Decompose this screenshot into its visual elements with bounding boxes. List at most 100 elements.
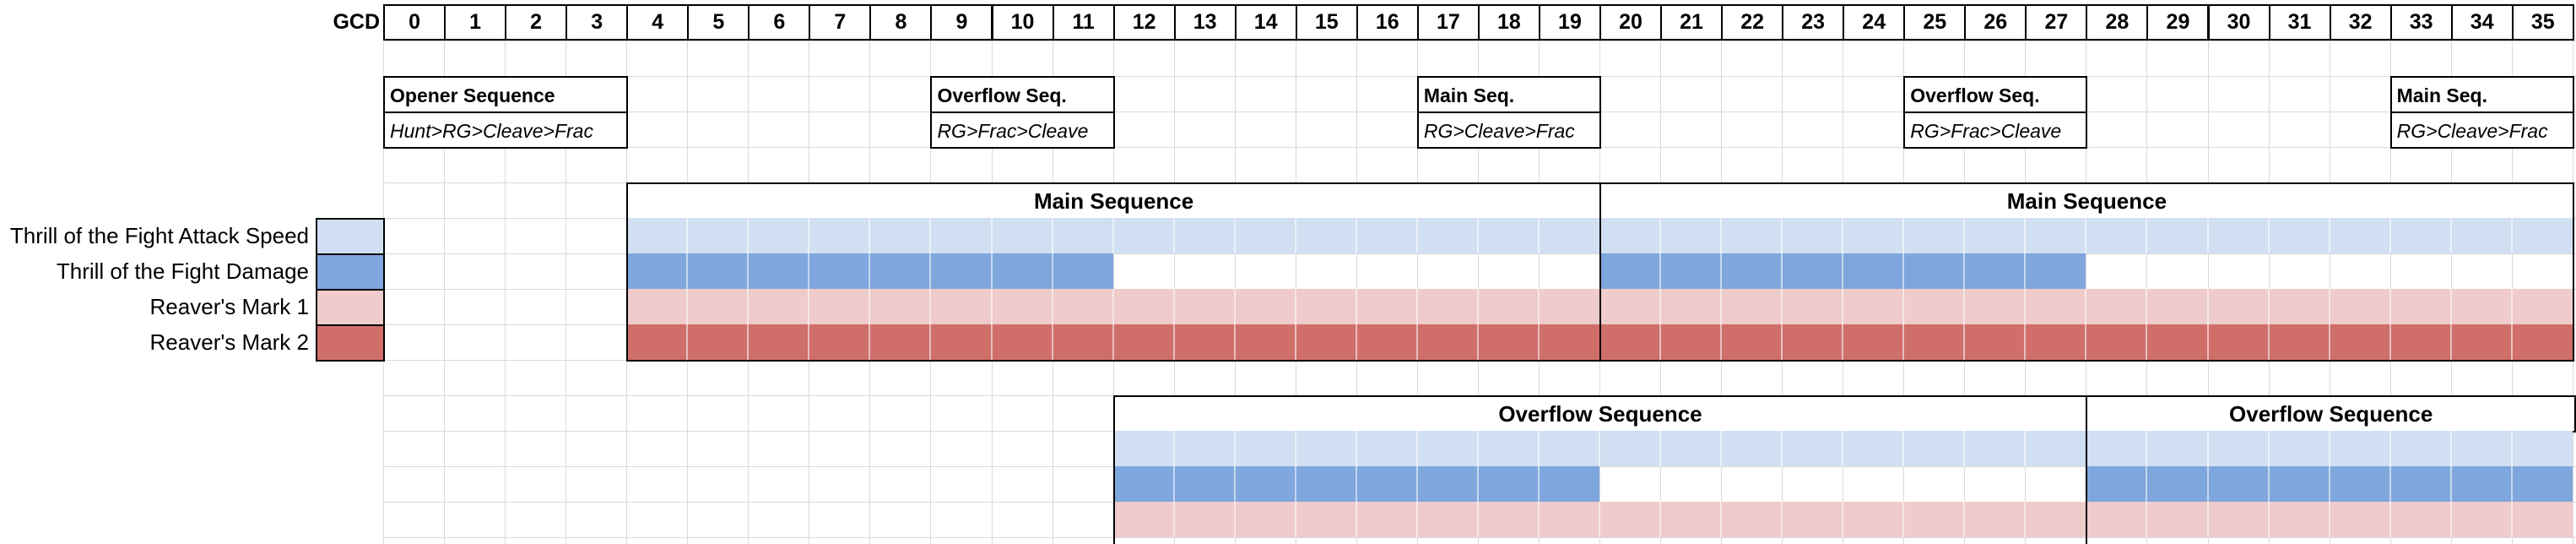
fill-cell-divider [2328,218,2330,253]
fill-cell-divider [747,289,750,324]
fill-cell-divider [869,324,871,360]
sequence-title: Main Seq. [2396,84,2487,106]
fill-cell-divider [869,253,871,289]
buff-color-swatch [316,289,385,326]
gcd-header-cell: 35 [2511,4,2574,41]
fill-cell-divider [1537,218,1540,253]
fill-cell-divider [1720,253,1723,289]
fill-cell-divider [2024,218,2027,253]
fill-cell-divider [1963,253,1966,289]
fill-cell-divider [1172,502,1175,537]
sequence-title: Opener Sequence [390,84,555,106]
fill-cell-divider [747,218,750,253]
fill-cell-divider [1963,431,1966,466]
sequence-divider [1418,112,1599,113]
fill-cell-divider [1172,289,1175,324]
gcd-header-cell: 32 [2329,4,2392,41]
fill-cell-divider [1720,289,1723,324]
fill-cell-divider [1355,218,1357,253]
fill-cell-divider [1112,324,1114,360]
band-border-left [1112,431,1115,544]
fill-cell-divider [2146,431,2148,466]
fill-cell-divider [2085,289,2087,324]
fill-cell-divider [1415,218,1418,253]
fill-cell-divider [1720,324,1723,360]
fill-cell-divider [1537,466,1540,502]
fill-cell-divider [2510,218,2513,253]
band-border-right [2572,218,2574,362]
sequence-rotation: RG>Frac>Cleave [937,119,1089,142]
fill-cell-divider [2146,218,2148,253]
gcd-header-cell: 34 [2450,4,2514,41]
fill-cell-divider [1720,502,1723,537]
fill-cell-divider [1599,431,1600,466]
fill-cell-divider [2267,324,2270,360]
gcd-header-cell: 8 [869,4,933,41]
grid-row-line [383,537,2576,538]
gcd-header-cell: 11 [1052,4,1115,41]
fill-cell-divider [1902,324,1905,360]
fill-cell-divider [2449,218,2452,253]
gcd-header-cell: 30 [2207,4,2270,41]
fill-cell-divider [1233,324,1236,360]
fill-cell-divider [1659,218,1662,253]
fill-cell-divider [1902,502,1905,537]
fill-cell-divider [2024,502,2027,537]
gcd-header-label: GCD [333,10,380,34]
sequence-rotation: Hunt>RG>Cleave>Frac [390,119,593,142]
fill-cell-divider [1659,253,1662,289]
gcd-header-cell: 33 [2389,4,2453,41]
fill-cell-divider [1476,502,1479,537]
fill-cell-divider [1902,289,1905,324]
sequence-divider [385,112,627,113]
buff-row-label: Reaver's Mark 1 [149,293,309,319]
fill-cell-divider [1415,431,1418,466]
fill-cell-divider [1415,289,1418,324]
gcd-header-cell: 31 [2268,4,2331,41]
gcd-header-cell: 23 [1782,4,1845,41]
fill-cell-divider [1537,289,1540,324]
fill-cell-divider [2024,431,2027,466]
gcd-header-cell: 19 [1538,4,1601,41]
band-border-bottom [1599,360,2574,362]
overflow-sequence-title: Overflow Sequence [2086,395,2576,432]
gcd-header-cell: 20 [1599,4,1663,41]
fill-cell-divider [2389,289,2391,324]
fill-cell-divider [990,324,993,360]
grid-column-line [505,41,506,544]
fill-cell-divider [1233,502,1236,537]
fill-cell-divider [990,289,993,324]
fill-cell-divider [929,253,932,289]
fill-cell-divider [2206,218,2209,253]
fill-cell-divider [1781,253,1783,289]
fill-cell-divider [1051,218,1053,253]
gcd-header-cell: 22 [1721,4,1784,41]
fill-cell-divider [1720,218,1723,253]
fill-cell-divider [1963,324,1966,360]
fill-cell-divider [1537,324,1540,360]
fill-cell-divider [1537,431,1540,466]
buff-row-label: Thrill of the Fight Damage [56,258,309,284]
fill-cell-divider [1902,253,1905,289]
fill-cell-divider [1659,431,1662,466]
fill-cell-divider [1902,218,1905,253]
fill-cell-divider [2389,431,2391,466]
fill-cell-divider [1355,466,1357,502]
fill-cell-divider [747,253,750,289]
fill-cell-divider [686,324,689,360]
fill-cell-divider [1842,502,1844,537]
fill-cell-divider [1659,324,1662,360]
fill-cell-divider [747,324,750,360]
fill-cell-divider [869,289,871,324]
fill-cell-divider [2449,431,2452,466]
gcd-header-cell: 2 [505,4,568,41]
fill-cell-divider [2389,466,2391,502]
fill-cell-divider [1172,466,1175,502]
fill-cell-divider [1599,502,1600,537]
fill-cell-divider [808,218,810,253]
sequence-title: Overflow Seq. [937,84,1067,106]
fill-cell-divider [990,218,993,253]
gcd-header-cell: 1 [444,4,507,41]
sequence-rotation: RG>Cleave>Frac [1423,119,1575,142]
fill-cell-divider [1476,218,1479,253]
